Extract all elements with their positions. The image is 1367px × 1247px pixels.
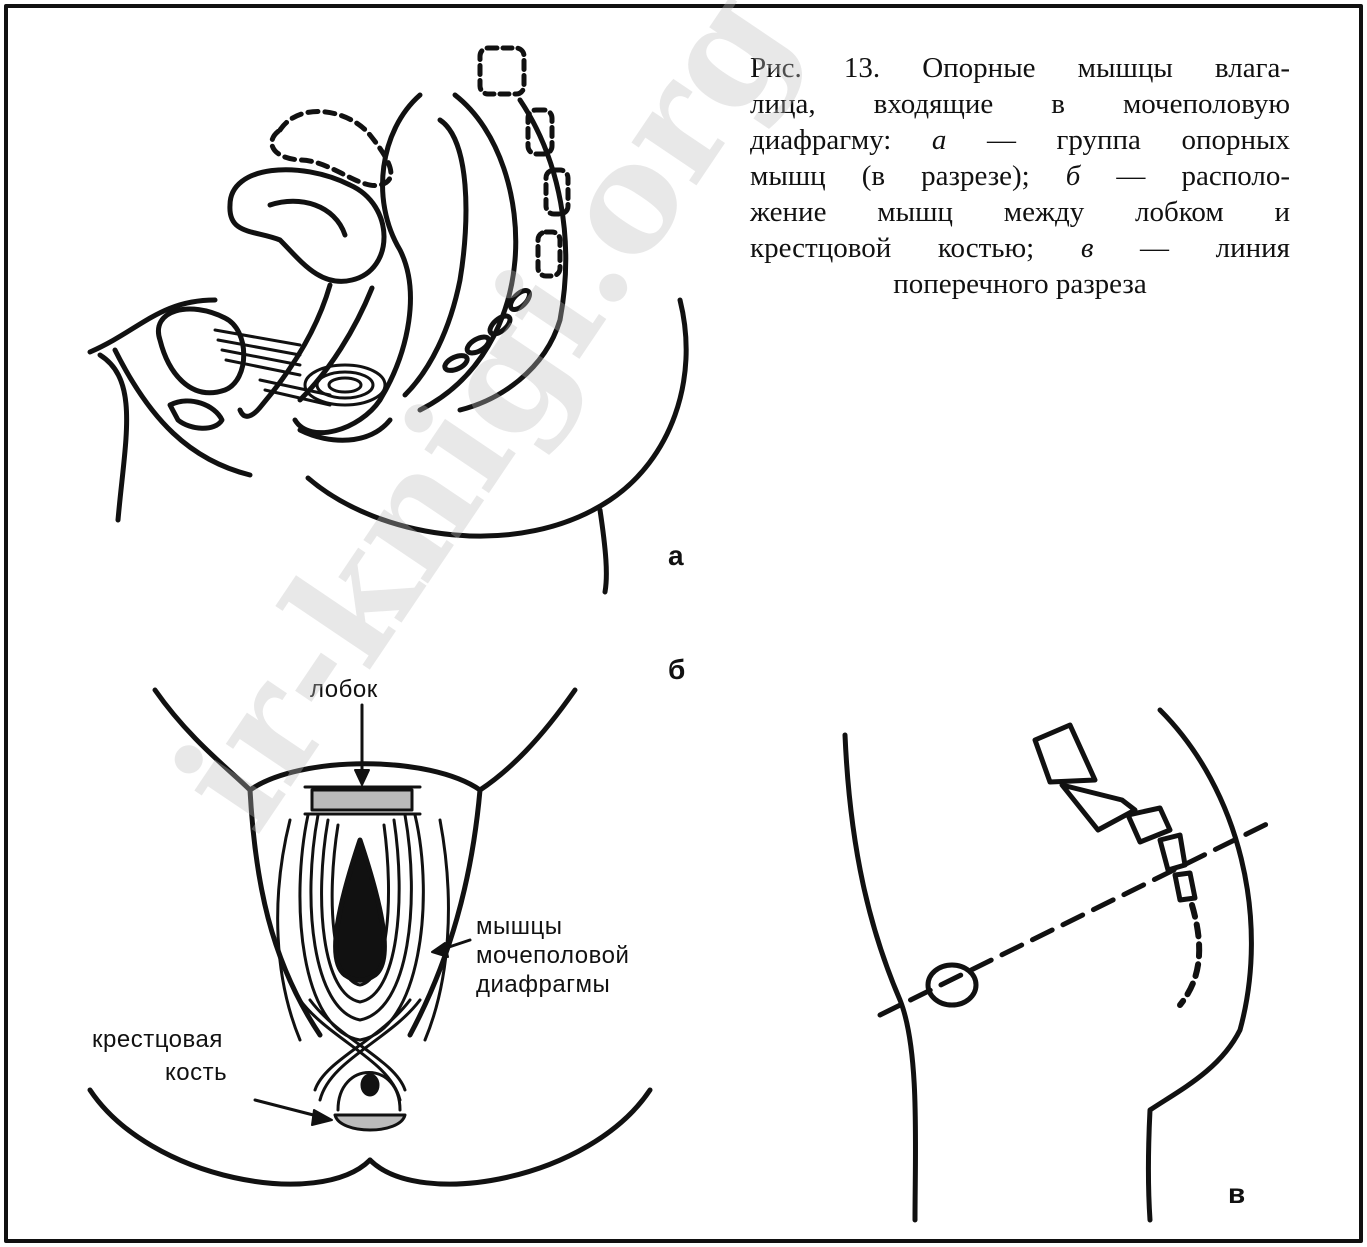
- caption-line-3: диафрагму: а — группа опорных: [750, 122, 1290, 158]
- vaginal-canal: [240, 285, 330, 416]
- caption-letter-a: а: [932, 124, 947, 156]
- sacrum-arrowhead: [312, 1110, 332, 1125]
- caption-text: диафрагму:: [750, 124, 932, 156]
- panel-b-frontal-view: [90, 690, 650, 1184]
- hip-right: [410, 790, 480, 1035]
- caption-text: — группа опорных: [946, 124, 1290, 156]
- sacrum-label-line-1: крестцовая: [92, 1025, 223, 1054]
- body-contour-front: [100, 355, 127, 520]
- figure-caption: Рис. 13. Опорные мышцы влага- лица, вход…: [750, 50, 1290, 302]
- vaginal-opening-ellipse: [928, 965, 976, 1005]
- buttock-right: [370, 1090, 650, 1184]
- uterus-inner: [270, 201, 345, 235]
- panel-c-letter: в: [1228, 1178, 1245, 1210]
- caption-text: — линия: [1093, 232, 1290, 264]
- caption-text: крестцовой костью;: [750, 232, 1081, 264]
- urogenital-opening: [336, 840, 385, 980]
- muscles-arrowhead: [432, 943, 448, 957]
- sacrum-label-line-2: кость: [165, 1058, 227, 1087]
- muscles-label-line-3: диафрагмы: [476, 970, 610, 999]
- caption-text: жение мышц между лобком и: [750, 196, 1290, 228]
- muscles-label-line-2: мочеполовой: [476, 941, 629, 970]
- buttock-left: [90, 1090, 370, 1184]
- caption-line-4: мышц (в разрезе); б — располо-: [750, 158, 1290, 194]
- caption-line-5: жение мышц между лобком и: [750, 194, 1290, 230]
- muscles-label-line-1: мышцы: [476, 912, 563, 941]
- pubis-bar: [312, 790, 412, 810]
- caption-text: поперечного разреза: [893, 268, 1146, 300]
- lateral-fiber-left: [278, 820, 300, 1040]
- panel-c-section-line: [845, 710, 1275, 1220]
- coccyx-dashes: [1180, 905, 1199, 1005]
- panel-b-letter: б: [668, 654, 685, 686]
- sacral-ring: [338, 1073, 400, 1111]
- caption-line-2: лица, входящие в мочеполовую: [750, 86, 1290, 122]
- lateral-fiber-right: [425, 820, 448, 1040]
- caption-text: мышц (в разрезе);: [750, 160, 1066, 192]
- perineum-contour: [115, 350, 250, 475]
- caption-line-1: Рис. 13. Опорные мышцы влага-: [750, 50, 1290, 86]
- sacral-vertebrae: [480, 48, 568, 276]
- panel-a-letter: а: [668, 540, 684, 572]
- caption-text: — располо-: [1080, 160, 1290, 192]
- thigh-contour-right: [480, 690, 575, 790]
- uterus-shape: [230, 170, 384, 282]
- caption-letter-v: в: [1081, 232, 1094, 264]
- crossing-fibers: [300, 1000, 420, 1100]
- pubis-arrowhead: [355, 770, 369, 785]
- perineal-body-rings: [305, 365, 385, 405]
- caption-text: Рис. 13. Опорные мышцы влага-: [750, 52, 1290, 84]
- caption-text: лица, входящие в мочеполовую: [750, 88, 1290, 120]
- thigh-contour-left: [155, 690, 250, 790]
- caption-line-7: поперечного разреза: [750, 266, 1290, 302]
- transverse-section-line: [880, 820, 1275, 1015]
- caption-letter-b: б: [1066, 160, 1081, 192]
- sacrum-shape: [335, 1115, 405, 1130]
- small-bowel-loops: [272, 111, 391, 185]
- body-contour-leg: [600, 510, 606, 592]
- pubic-bone-shape: [170, 401, 222, 428]
- pubis-label: лобок: [310, 675, 378, 704]
- caption-line-6: крестцовой костью; в — линия: [750, 230, 1290, 266]
- panel-a-sagittal-section: [90, 48, 686, 592]
- abdomen-contour: [845, 735, 916, 1220]
